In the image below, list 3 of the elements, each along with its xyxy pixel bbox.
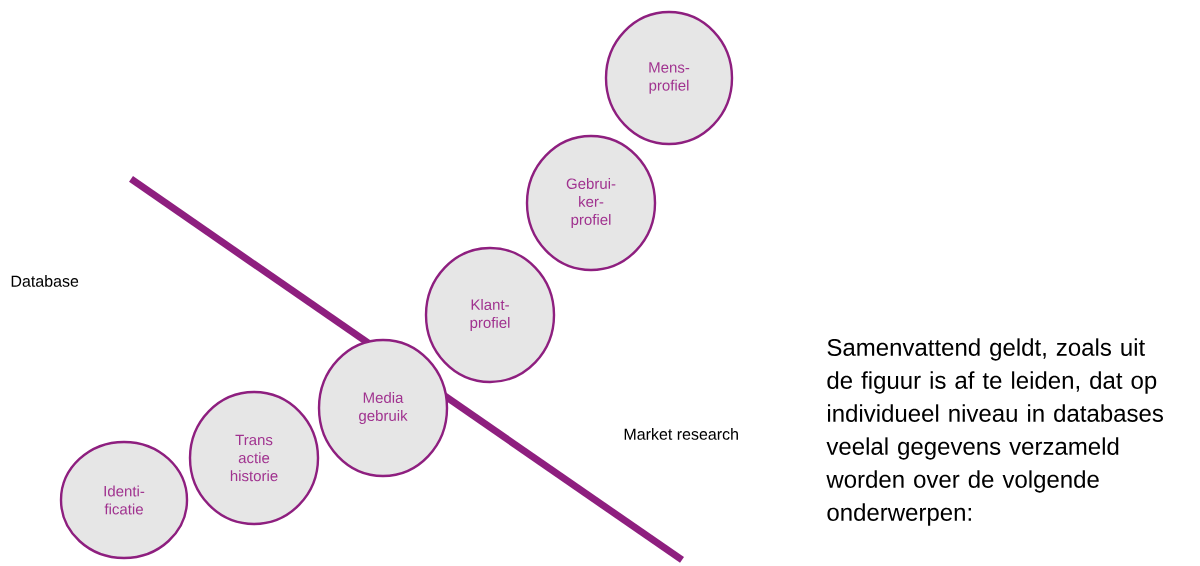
region-label: Market research <box>624 428 738 440</box>
summary-paragraph: Samenvattend geldt, zoals uit de figuur is af te leiden, dat op individueel niveau in databases veelal gegevens verzameld worden over de volgende onderwerpen: <box>826 338 1163 526</box>
region-label: Database <box>11 275 79 287</box>
